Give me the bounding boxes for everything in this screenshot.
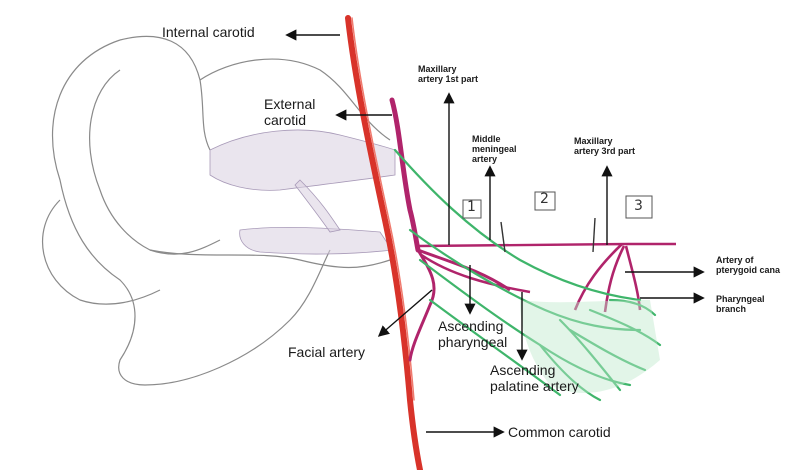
ear-outer-outline xyxy=(53,40,331,385)
label-pterygoid-line1: Artery of xyxy=(716,255,780,265)
part-number-3: 3 xyxy=(634,198,643,214)
part-number-1: 1 xyxy=(467,199,476,215)
skull-sketch xyxy=(43,36,390,385)
label-pharyngeal-line2: branch xyxy=(716,304,765,314)
label-external-carotid: External carotid xyxy=(264,96,315,128)
label-ascending-pharyngeal: Ascending pharyngeal xyxy=(438,318,507,350)
external-carotid-line xyxy=(392,100,418,250)
label-middle-meningeal: Middle meningeal artery xyxy=(472,134,517,164)
label-middle-meningeal-line3: artery xyxy=(472,154,517,164)
label-ascending-pharyngeal-line1: Ascending xyxy=(438,318,507,334)
label-maxillary-3rd-line2: artery 3rd part xyxy=(574,146,635,156)
label-maxillary-1st-line2: artery 1st part xyxy=(418,74,478,84)
part-boxes xyxy=(463,192,652,218)
label-ascending-palatine-line2: palatine artery xyxy=(490,378,579,394)
label-pharyngeal-line1: Pharyngeal xyxy=(716,294,765,304)
label-external-carotid-line2: carotid xyxy=(264,112,315,128)
label-maxillary-1st-part: Maxillary artery 1st part xyxy=(418,64,478,84)
skull-lower-outline xyxy=(43,200,160,304)
label-middle-meningeal-line2: meningeal xyxy=(472,144,517,154)
label-maxillary-1st-line1: Maxillary xyxy=(418,64,478,74)
label-ascending-pharyngeal-line2: pharyngeal xyxy=(438,334,507,350)
label-maxillary-3rd-part: Maxillary artery 3rd part xyxy=(574,136,635,156)
ramus-shade xyxy=(295,180,340,232)
petrous-shade xyxy=(240,227,392,254)
part-number-2: 2 xyxy=(540,191,549,207)
ear-top-outline xyxy=(120,36,210,150)
label-facial-artery: Facial artery xyxy=(288,344,365,360)
label-external-carotid-line1: External xyxy=(264,96,315,112)
part-dividers xyxy=(501,218,595,252)
ear-inner-outline xyxy=(90,70,220,254)
label-common-carotid: Common carotid xyxy=(508,424,611,440)
maxillary-artery-line xyxy=(418,244,676,246)
label-pterygoid-line2: pterygoid cana xyxy=(716,265,780,275)
label-internal-carotid: Internal carotid xyxy=(162,24,255,40)
part-divider-2 xyxy=(593,218,595,252)
label-maxillary-3rd-line1: Maxillary xyxy=(574,136,635,146)
label-pharyngeal-branch: Pharyngeal branch xyxy=(716,294,765,314)
label-middle-meningeal-line1: Middle xyxy=(472,134,517,144)
label-ascending-palatine-line1: Ascending xyxy=(490,362,579,378)
label-artery-pterygoid-canal: Artery of pterygoid cana xyxy=(716,255,780,275)
label-ascending-palatine: Ascending palatine artery xyxy=(490,362,579,394)
